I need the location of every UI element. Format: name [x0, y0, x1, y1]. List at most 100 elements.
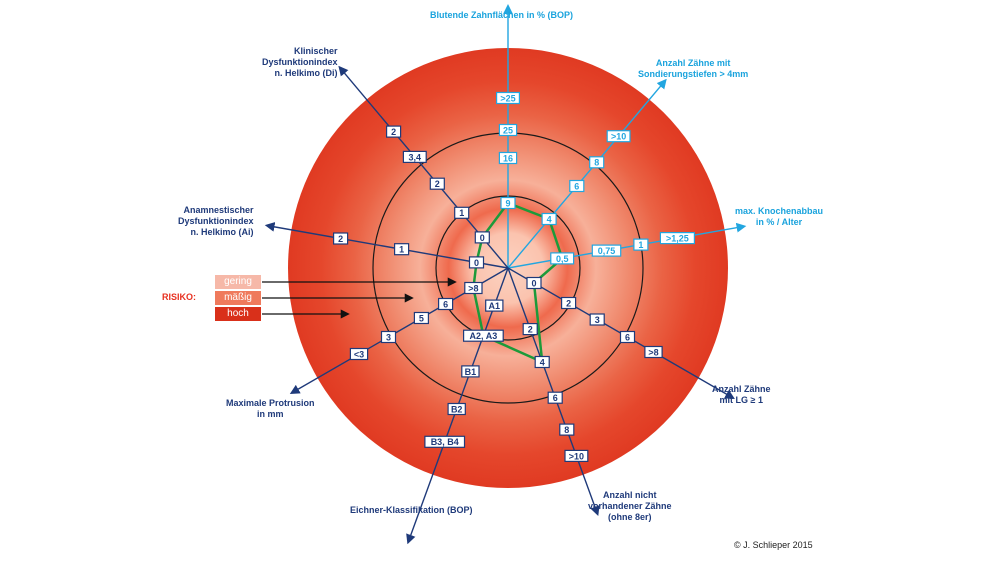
axis-label-eichner: Eichner-Klassifikation (BOP) [350, 505, 473, 515]
value-box-text: 3 [595, 315, 600, 325]
value-box-text: A1 [489, 301, 501, 311]
value-box-frame [498, 123, 518, 137]
value-box-text: 2 [338, 234, 343, 244]
value-box-frame [394, 243, 410, 256]
value-box-frame [606, 130, 631, 143]
value-box-text: 6 [574, 181, 579, 191]
value-box-frame [413, 311, 429, 325]
value-box-text: B1 [465, 367, 477, 377]
value-box-frame [547, 391, 563, 404]
value-box-eichner-0: A1 [485, 299, 504, 312]
value-box-text: >1,25 [666, 234, 689, 244]
value-box-knochen-0: 0,5 [550, 252, 575, 265]
value-box-frame [619, 330, 636, 344]
value-box-bop-3: >25 [496, 91, 521, 105]
value-box-frame [589, 156, 605, 169]
value-box-text: 0,5 [556, 254, 569, 264]
value-box-nicht-4: >10 [564, 449, 589, 462]
value-box-lg-1: 2 [560, 296, 577, 310]
value-box-protrusion-4: <3 [349, 347, 369, 361]
value-box-nicht-1: 4 [534, 355, 550, 369]
value-box-text: 3 [386, 332, 391, 342]
value-box-frame [424, 435, 466, 448]
value-box-bop-1: 16 [498, 151, 518, 165]
value-box-lg-2: 3 [589, 313, 605, 326]
value-box-text: 5 [419, 313, 424, 323]
value-box-text: B2 [451, 404, 463, 414]
value-box-frame [560, 296, 577, 310]
value-box-di-2: 2 [429, 177, 445, 190]
value-box-frame [380, 330, 397, 344]
value-box-frame [461, 365, 480, 378]
value-box-nicht-3: 8 [559, 423, 575, 436]
value-box-nicht-0: 2 [522, 323, 538, 336]
value-box-eichner-3: B2 [447, 402, 466, 416]
axis-label-sondierung: Anzahl Zähne mit Sondierungstiefen > 4mm [638, 58, 749, 79]
value-box-frame [386, 125, 402, 138]
axis-label-lg: Anzahl Zähne mit LG ≥ 1 [712, 384, 771, 405]
risk-arrows [262, 277, 457, 319]
value-box-text: 1 [399, 245, 404, 255]
value-box-frame [564, 449, 589, 462]
value-box-text: 6 [625, 332, 630, 342]
value-box-frame [438, 297, 454, 311]
patient-polygon [472, 201, 564, 364]
value-box-frame [500, 196, 516, 210]
value-box-ai-1: 1 [394, 243, 410, 256]
value-box-ai-2: 2 [333, 232, 349, 245]
value-boxes-layer: 91625>25468>100,50,751>1,250236>82468>10… [333, 91, 696, 462]
value-box-protrusion-1: 6 [438, 297, 454, 311]
value-box-frame [468, 256, 485, 269]
value-box-eichner-2: B1 [461, 365, 480, 378]
value-box-protrusion-3: 3 [380, 330, 397, 344]
value-box-frame [474, 231, 490, 244]
value-box-sondierung-0: 4 [541, 212, 557, 226]
risk-level-hoch: hoch [215, 307, 261, 321]
value-box-text: 0 [531, 278, 536, 288]
value-box-eichner-1: A2, A3 [463, 329, 504, 342]
value-box-frame [559, 423, 575, 436]
value-box-knochen-2: 1 [633, 238, 649, 251]
value-box-di-1: 1 [454, 206, 470, 219]
value-box-frame [633, 238, 649, 251]
value-box-text: 2 [566, 298, 571, 308]
value-box-frame [526, 276, 542, 290]
axis-label-protrusion: Maximale Protrusion in mm [226, 398, 315, 419]
value-box-frame [429, 177, 445, 190]
value-box-text: A2, A3 [470, 331, 498, 341]
value-box-text: >25 [500, 93, 515, 103]
value-box-frame [333, 232, 349, 245]
value-box-text: 4 [540, 357, 545, 367]
value-box-text: 8 [594, 158, 599, 168]
risk-title: RISIKO: [162, 292, 197, 302]
value-box-frame [447, 402, 466, 416]
value-box-frame [541, 212, 557, 226]
value-box-frame [463, 329, 504, 342]
value-box-text: 6 [443, 299, 448, 309]
value-box-frame [550, 252, 575, 265]
value-box-text: >8 [468, 283, 478, 293]
value-box-frame [464, 281, 483, 295]
value-box-text: >10 [569, 451, 584, 461]
value-box-di-4: 2 [386, 125, 402, 138]
value-box-di-0: 0 [474, 231, 490, 244]
copyright: © J. Schlieper 2015 [734, 540, 813, 550]
value-box-ai-0: 0 [468, 256, 485, 269]
value-box-frame [498, 151, 518, 165]
value-box-text: 8 [564, 425, 569, 435]
value-box-protrusion-0: >8 [464, 281, 483, 295]
value-box-text: 16 [503, 153, 513, 163]
value-box-protrusion-2: 5 [413, 311, 429, 325]
axis-label-bop: Blutende Zahnflächen in % (BOP) [430, 10, 574, 20]
value-box-frame [591, 244, 622, 257]
value-box-eichner-4: B3, B4 [424, 435, 466, 448]
value-box-text: 2 [528, 325, 533, 335]
value-box-text: <3 [354, 349, 364, 359]
value-box-text: 0 [474, 258, 479, 268]
value-box-knochen-1: 0,75 [591, 244, 622, 257]
axis-label-ai: Anamnestischer Dysfunktionindex n. Helki… [178, 205, 254, 237]
risk-level-gering: gering [215, 275, 261, 289]
axis-line-sondierung [507, 78, 667, 269]
value-box-text: 6 [553, 393, 558, 403]
value-box-text: 9 [505, 198, 510, 208]
